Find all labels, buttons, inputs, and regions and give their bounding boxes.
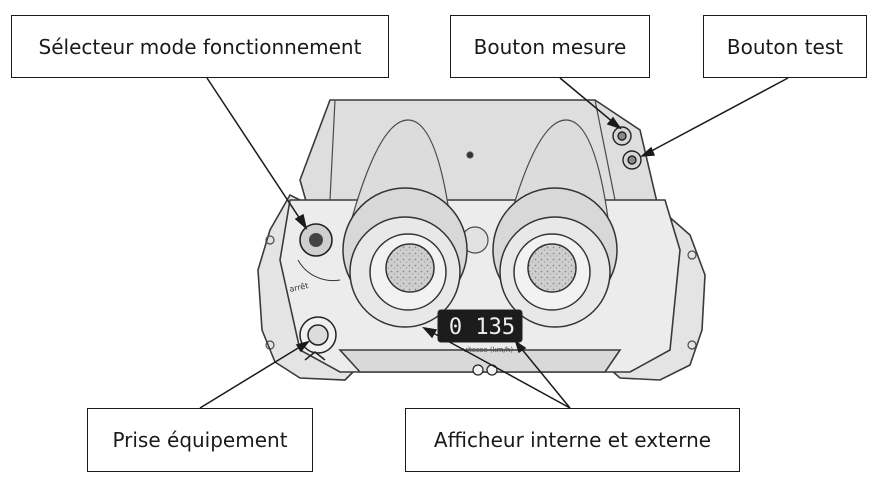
selector-label: Sélecteur mode fonctionnement bbox=[11, 15, 389, 78]
left-eyepiece bbox=[342, 187, 468, 328]
right-eyepiece bbox=[492, 187, 618, 328]
test-button bbox=[622, 150, 642, 170]
mode-selector: arrêt bbox=[288, 223, 341, 294]
selector-text: arrêt bbox=[288, 280, 309, 294]
callout-lines bbox=[199, 77, 789, 409]
display-label: Afficheur interne et externe bbox=[405, 408, 740, 472]
measure-button-label: Bouton mesure bbox=[450, 15, 650, 78]
digital-display: 0 135 vitesse (km/h) bbox=[437, 309, 523, 354]
socket-label: Prise équipement bbox=[87, 408, 313, 472]
equipment-socket bbox=[299, 316, 337, 361]
display-caption: vitesse (km/h) bbox=[463, 346, 513, 354]
measure-button bbox=[612, 126, 632, 146]
display-value: 0 135 bbox=[449, 315, 515, 340]
test-button-label: Bouton test bbox=[703, 15, 867, 78]
